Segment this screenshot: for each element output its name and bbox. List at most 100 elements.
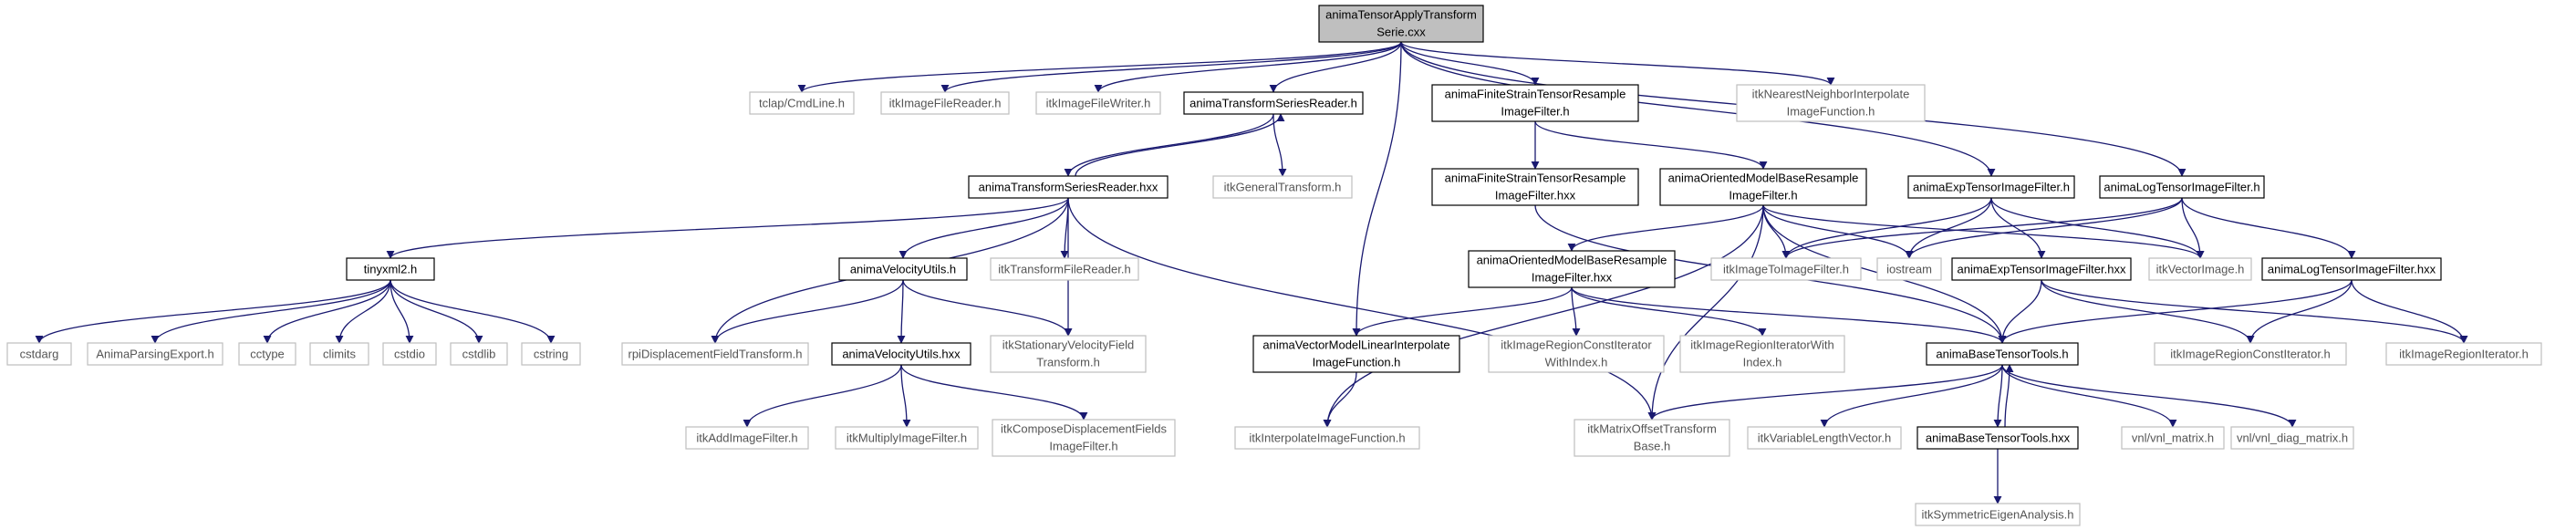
node-label: ImageFilter.hxx <box>1495 189 1576 203</box>
edge-anima-log-tensor-h-to-anima-log-tensor-hxx <box>2181 197 2356 259</box>
node-label: itkNearestNeighborInterpolate <box>1752 88 1910 101</box>
node-vnl-diag-matrix: vnl/vnl_diag_matrix.h <box>2230 426 2354 450</box>
node-label: itkVectorImage.h <box>2156 263 2245 276</box>
node-climits: climits <box>309 342 369 366</box>
node-anima-finite-strain-h[interactable]: animaFiniteStrainTensorResampleImageFilt… <box>1431 84 1639 122</box>
node-anima-oriented-model-base-h[interactable]: animaOrientedModelBaseResampleImageFilte… <box>1659 168 1867 206</box>
node-itk-image-region-const-iterator: itkImageRegionConstIterator.h <box>2154 342 2347 366</box>
node-label: animaTransformSeriesReader.hxx <box>979 181 1158 194</box>
node-cstdlib: cstdlib <box>450 342 508 366</box>
edge-anima-velocity-utils-hxx-to-itk-compose-displacement <box>900 364 1088 421</box>
node-box[interactable] <box>968 175 1169 199</box>
node-itk-symmetric-eigen-analysis: itkSymmetricEigenAnalysis.h <box>1915 503 2081 526</box>
node-box[interactable] <box>1951 257 2132 281</box>
node-anima-velocity-utils-h[interactable]: animaVelocityUtils.h <box>838 257 968 281</box>
node-box[interactable] <box>1916 426 2079 450</box>
node-box[interactable] <box>2261 257 2442 281</box>
edge-anima-vector-model-to-itk-interpolate-image-function <box>1323 371 1357 428</box>
node-label: WithIndex.h <box>1545 356 1608 369</box>
node-box <box>6 342 72 366</box>
node-tinyxml2[interactable]: tinyxml2.h <box>346 257 435 281</box>
node-label: ImageFilter.h <box>1729 189 1797 203</box>
node-box[interactable] <box>831 342 971 366</box>
node-box <box>2154 342 2347 366</box>
edge-anima-base-tensor-tools-h-to-itk-matrix-offset-transform-base <box>1647 364 2003 421</box>
edge-anima-transform-series-reader-hxx-to-itk-matrix-offset-transform-base <box>1067 197 1657 421</box>
node-box[interactable] <box>1431 168 1639 206</box>
node-label: animaLogTensorImageFilter.h <box>2103 181 2259 194</box>
node-anima-base-tensor-tools-hxx[interactable]: animaBaseTensorTools.hxx <box>1916 426 2079 450</box>
node-anima-log-tensor-h[interactable]: animaLogTensorImageFilter.h <box>2099 175 2265 199</box>
node-box <box>2148 257 2252 281</box>
node-itk-interpolate-image-function: itkInterpolateImageFunction.h <box>1234 426 1420 450</box>
node-box <box>1035 91 1161 115</box>
node-box[interactable] <box>346 257 435 281</box>
node-box[interactable] <box>2099 175 2265 199</box>
node-anima-exp-tensor-hxx[interactable]: animaExpTensorImageFilter.hxx <box>1951 257 2132 281</box>
edge-anima-transform-series-reader-hxx-to-tinyxml2 <box>386 197 1069 259</box>
node-box <box>87 342 223 366</box>
node-label: itkImageRegionIteratorWith <box>1690 338 1834 352</box>
node-box[interactable] <box>1659 168 1867 206</box>
node-anima-finite-strain-hxx[interactable]: animaFiniteStrainTensorResampleImageFilt… <box>1431 168 1639 206</box>
node-cstring: cstring <box>521 342 581 366</box>
edge-root-to-itk-nearest-neighbor <box>1400 41 1835 86</box>
node-anima-velocity-utils-hxx[interactable]: animaVelocityUtils.hxx <box>831 342 971 366</box>
edge-root-to-anima-exp-tensor-h <box>1400 41 1996 177</box>
edge-anima-log-tensor-h-to-itk-vector-image <box>2181 197 2205 259</box>
node-anima-log-tensor-hxx[interactable]: animaLogTensorImageFilter.hxx <box>2261 257 2442 281</box>
edge-anima-base-tensor-tools-h-to-itk-variable-length-vector <box>1820 364 2003 428</box>
node-box[interactable] <box>1431 84 1639 122</box>
node-box[interactable] <box>1183 91 1364 115</box>
node-label: ImageFilter.hxx <box>1532 271 1613 285</box>
edge-anima-oriented-model-base-hxx-to-itk-image-region-const-iterator-with-index <box>1571 286 1581 337</box>
node-anima-exp-tensor-h[interactable]: animaExpTensorImageFilter.h <box>1907 175 2075 199</box>
node-box[interactable] <box>1318 5 1484 43</box>
node-anima-vector-model[interactable]: animaVectorModelLinearInterpolateImageFu… <box>1252 335 1460 373</box>
node-box[interactable] <box>1468 250 1676 288</box>
edge-anima-finite-strain-h-to-anima-oriented-model-base-h <box>1534 120 1768 170</box>
node-box <box>521 342 581 366</box>
edge-anima-log-tensor-hxx-to-itk-image-region-iterator <box>2351 279 2468 344</box>
edge-anima-log-tensor-h-to-itk-image-to-image-filter <box>1781 197 2183 259</box>
node-box[interactable] <box>1252 335 1460 373</box>
node-label: animaBaseTensorTools.h <box>1936 348 2068 361</box>
edge-anima-velocity-utils-hxx-to-itk-multiply-image-filter <box>900 364 911 428</box>
node-cstdio: cstdio <box>382 342 437 366</box>
node-box <box>1574 419 1730 457</box>
node-label: animaLogTensorImageFilter.hxx <box>2268 263 2436 276</box>
node-box <box>1747 426 1902 450</box>
node-box <box>382 342 437 366</box>
edge-anima-oriented-model-base-hxx-to-anima-base-tensor-tools-h <box>1571 286 2007 344</box>
node-box[interactable] <box>1926 342 2079 366</box>
edge-tinyxml2-to-anima-parsing-export <box>151 279 391 344</box>
node-box[interactable] <box>838 257 968 281</box>
node-anima-transform-series-reader-h[interactable]: animaTransformSeriesReader.h <box>1183 91 1364 115</box>
node-anima-oriented-model-base-hxx[interactable]: animaOrientedModelBaseResampleImageFilte… <box>1468 250 1676 288</box>
node-itk-multiply-image-filter: itkMultiplyImageFilter.h <box>835 426 979 450</box>
node-anima-transform-series-reader-hxx[interactable]: animaTransformSeriesReader.hxx <box>968 175 1169 199</box>
node-box[interactable] <box>1907 175 2075 199</box>
node-vnl-matrix: vnl/vnl_matrix.h <box>2121 426 2225 450</box>
edge-anima-exp-tensor-h-to-anima-exp-tensor-hxx <box>1990 197 2046 259</box>
node-label: cstdlib <box>462 348 496 361</box>
edge-anima-exp-tensor-h-to-itk-vector-image <box>1990 197 2205 259</box>
node-box <box>1876 257 1942 281</box>
node-label: Index.h <box>1743 356 1782 369</box>
node-label: cctype <box>250 348 285 361</box>
node-label: animaVelocityUtils.h <box>850 263 956 276</box>
edge-anima-base-tensor-tools-h-to-vnl-diag-matrix <box>2001 364 2297 428</box>
node-label: itkStationaryVelocityField <box>1002 338 1135 352</box>
node-label: Transform.h <box>1036 356 1100 369</box>
node-anima-base-tensor-tools-h[interactable]: animaBaseTensorTools.h <box>1926 342 2079 366</box>
node-label: itkAddImageFilter.h <box>696 431 797 445</box>
node-box <box>880 91 1010 115</box>
node-box <box>2385 342 2542 366</box>
edge-tinyxml2-to-cstdarg <box>35 279 391 344</box>
node-box <box>1488 335 1665 373</box>
node-itk-nearest-neighbor: itkNearestNeighborInterpolateImageFuncti… <box>1736 84 1926 122</box>
node-label: tclap/CmdLine.h <box>759 97 845 110</box>
node-itk-transform-file-reader: itkTransformFileReader.h <box>990 257 1139 281</box>
